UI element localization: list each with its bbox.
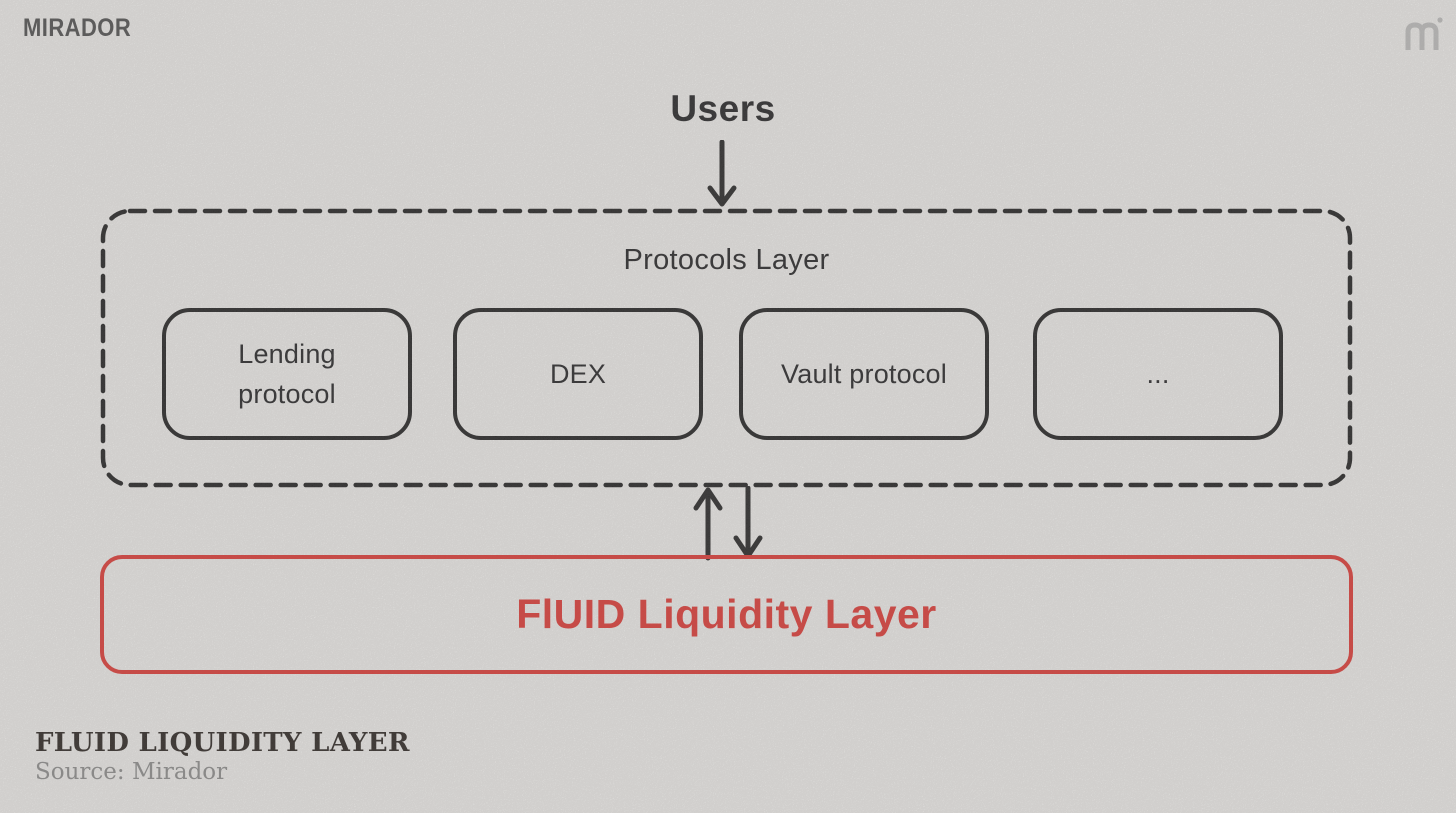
protocol-box-more: ... [1033,308,1283,440]
protocol-box-label: Lending protocol [238,338,336,410]
m-logo-icon [1400,12,1444,63]
fluid-liquidity-layer-box: FlUID Liquidity Layer [100,555,1353,674]
protocol-box-label: ... [1146,358,1170,389]
caption-source: Source: Mirador [35,759,228,785]
caption-title: FLUID LIQUIDITY LAYER [35,728,410,758]
protocol-box-lending: Lending protocol [162,308,412,440]
protocols-layer-container: Protocols Layer Lending protocol DEX Vau… [100,208,1353,488]
protocol-box-label: Vault protocol [781,358,947,389]
brand-wordmark: MIRADOR [23,14,132,42]
users-label: Users [670,88,776,129]
protocol-box-label: DEX [549,358,607,389]
protocol-box-vault: Vault protocol [739,308,989,440]
fluid-liquidity-layer-label: FlUID Liquidity Layer [516,591,937,637]
protocols-layer-title: Protocols Layer [623,244,830,276]
users-down-arrow-icon [702,139,742,215]
protocol-box-dex: DEX [453,308,703,440]
